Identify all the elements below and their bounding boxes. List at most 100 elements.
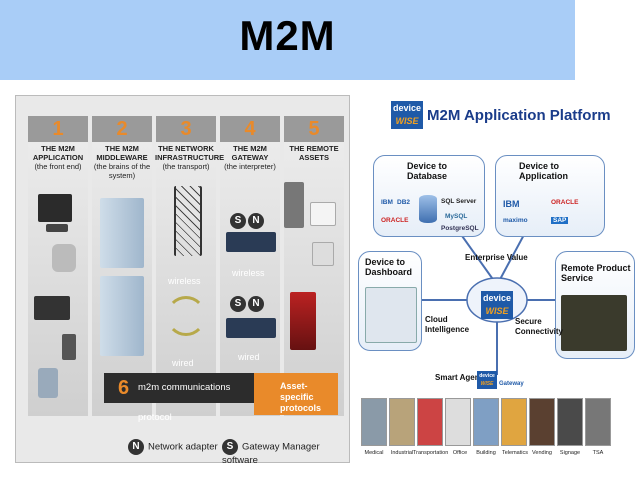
- column-title: THE REMOTE ASSETS: [289, 144, 339, 162]
- gateway-device-icon: [226, 318, 276, 338]
- network-adapter-icon: N: [248, 213, 264, 229]
- oracle-logo: ORACLE: [381, 217, 409, 224]
- transportation-thumbnail: [417, 398, 443, 446]
- vending-thumbnail: [529, 398, 555, 446]
- postgresql-logo: PostgreSQL: [441, 225, 479, 232]
- vertical-caption: Vending: [532, 450, 552, 456]
- asset-protocol-bar: 7 Asset-specific protocols: [254, 373, 338, 415]
- vertical-caption: Signage: [559, 450, 581, 456]
- secure-connectivity-label: Secure Connectivity: [515, 317, 564, 336]
- vertical-caption: Transportation: [413, 450, 449, 456]
- desktop-computer-icon: [38, 194, 72, 222]
- signage-thumbnail: [557, 398, 583, 446]
- wired-label: wired: [172, 358, 194, 368]
- column-number: 5: [284, 116, 344, 142]
- logo-text: device: [479, 373, 495, 379]
- platform-title: M2M Application Platform: [427, 107, 611, 124]
- asset-label: Asset-specific protocols: [280, 381, 322, 413]
- logo-text: WISE: [485, 306, 509, 316]
- device-to-application-label: Device to Application: [519, 161, 568, 181]
- cell-tower-icon: [174, 186, 202, 256]
- oracle-logo: ORACLE: [551, 199, 579, 206]
- sql-server-logo: SQL Server: [441, 198, 477, 205]
- server-rack-icon: [100, 198, 144, 268]
- medical-thumbnail: [361, 398, 387, 446]
- thermostat-icon: [310, 202, 336, 226]
- laptop-icon: [34, 296, 70, 320]
- vertical-caption: TSA: [592, 450, 604, 456]
- device-to-dashboard-label: Device to Dashboard: [365, 257, 413, 277]
- vertical-caption: Office: [452, 450, 468, 456]
- device-to-database-label: Device to Database: [407, 161, 448, 181]
- air-conditioner-icon: [312, 242, 334, 266]
- vertical-caption: Industrial: [390, 450, 414, 456]
- protocol-number: 6: [118, 377, 130, 399]
- pda-icon: [38, 368, 58, 398]
- gateway-device-icon: [226, 232, 276, 252]
- smart-agent-label: Smart Agent: [435, 373, 483, 382]
- office-thumbnail: [445, 398, 471, 446]
- ibm-logo: IBM: [503, 199, 520, 209]
- cloud-intelligence-label: Cloud Intelligence: [425, 315, 470, 334]
- asset-number: 7: [262, 377, 274, 399]
- ibm-logo: IBM: [381, 199, 393, 206]
- db2-logo: DB2: [397, 199, 411, 206]
- keyboard-icon: [46, 224, 68, 232]
- logo-text: WISE: [395, 116, 419, 126]
- title-banner: M2M: [0, 0, 575, 80]
- vertical-caption: Medical: [364, 450, 384, 456]
- server-rack-icon: [100, 276, 144, 356]
- gateway-label: Gateway: [499, 381, 524, 387]
- ethernet-cable-icon: [166, 296, 206, 336]
- network-adapter-icon: N: [248, 296, 264, 312]
- telematics-thumbnail: [501, 398, 527, 446]
- remote-service-label: Remote Product Service: [561, 263, 631, 283]
- wireless-label: wireless: [168, 276, 201, 286]
- vertical-caption: Telematics: [502, 450, 528, 456]
- column-network: [156, 116, 216, 416]
- column-title: THE M2M APPLICATION(the front end): [32, 144, 84, 171]
- building-thumbnail: [473, 398, 499, 446]
- database-icon: [419, 195, 437, 223]
- column-title: THE NETWORK INFRASTRUCTURE(the transport…: [155, 144, 225, 171]
- tsa-thumbnail: [585, 398, 611, 446]
- column-number: 1: [28, 116, 88, 142]
- industrial-thumbnail: [389, 398, 415, 446]
- enterprise-value-label: Enterprise Value: [465, 253, 528, 262]
- column-title: THE M2M MIDDLEWARE(the brains of the sys…: [93, 144, 151, 180]
- network-adapter-icon: S: [230, 296, 246, 312]
- column-number: 2: [92, 116, 152, 142]
- column-assets: [284, 116, 344, 416]
- atm-machine-icon: [284, 182, 304, 228]
- column-number: 4: [220, 116, 280, 142]
- m2m-architecture-panel: 1 2 3 4 5 THE M2M APPLICATION(the front …: [15, 95, 350, 466]
- dashboard-screenshot: [365, 287, 417, 343]
- maximo-logo: maximo: [503, 217, 528, 224]
- mysql-logo: MySQL: [445, 213, 468, 220]
- logo-text: WISE: [480, 381, 494, 387]
- page-title: M2M: [239, 12, 336, 59]
- column-title: THE M2M GATEWAY(the interpreter): [224, 144, 276, 171]
- sap-logo: SAP: [551, 217, 569, 224]
- logo-text: device: [482, 293, 512, 303]
- logo-text: device: [392, 103, 422, 113]
- n-badge-icon: N: [128, 439, 144, 455]
- device-to-application-box: [495, 155, 605, 237]
- remote-service-photo: [561, 295, 627, 351]
- phone-icon: [52, 244, 76, 272]
- wired-label: wired: [238, 352, 260, 362]
- column-number: 3: [156, 116, 216, 142]
- legend-label: Gateway Manager software: [222, 441, 320, 466]
- network-adapter-icon: S: [230, 213, 246, 229]
- mobile-phone-icon: [62, 334, 76, 360]
- vertical-caption: Building: [476, 450, 496, 456]
- column-gateway: [220, 116, 280, 416]
- wireless-label: wireless: [232, 268, 265, 278]
